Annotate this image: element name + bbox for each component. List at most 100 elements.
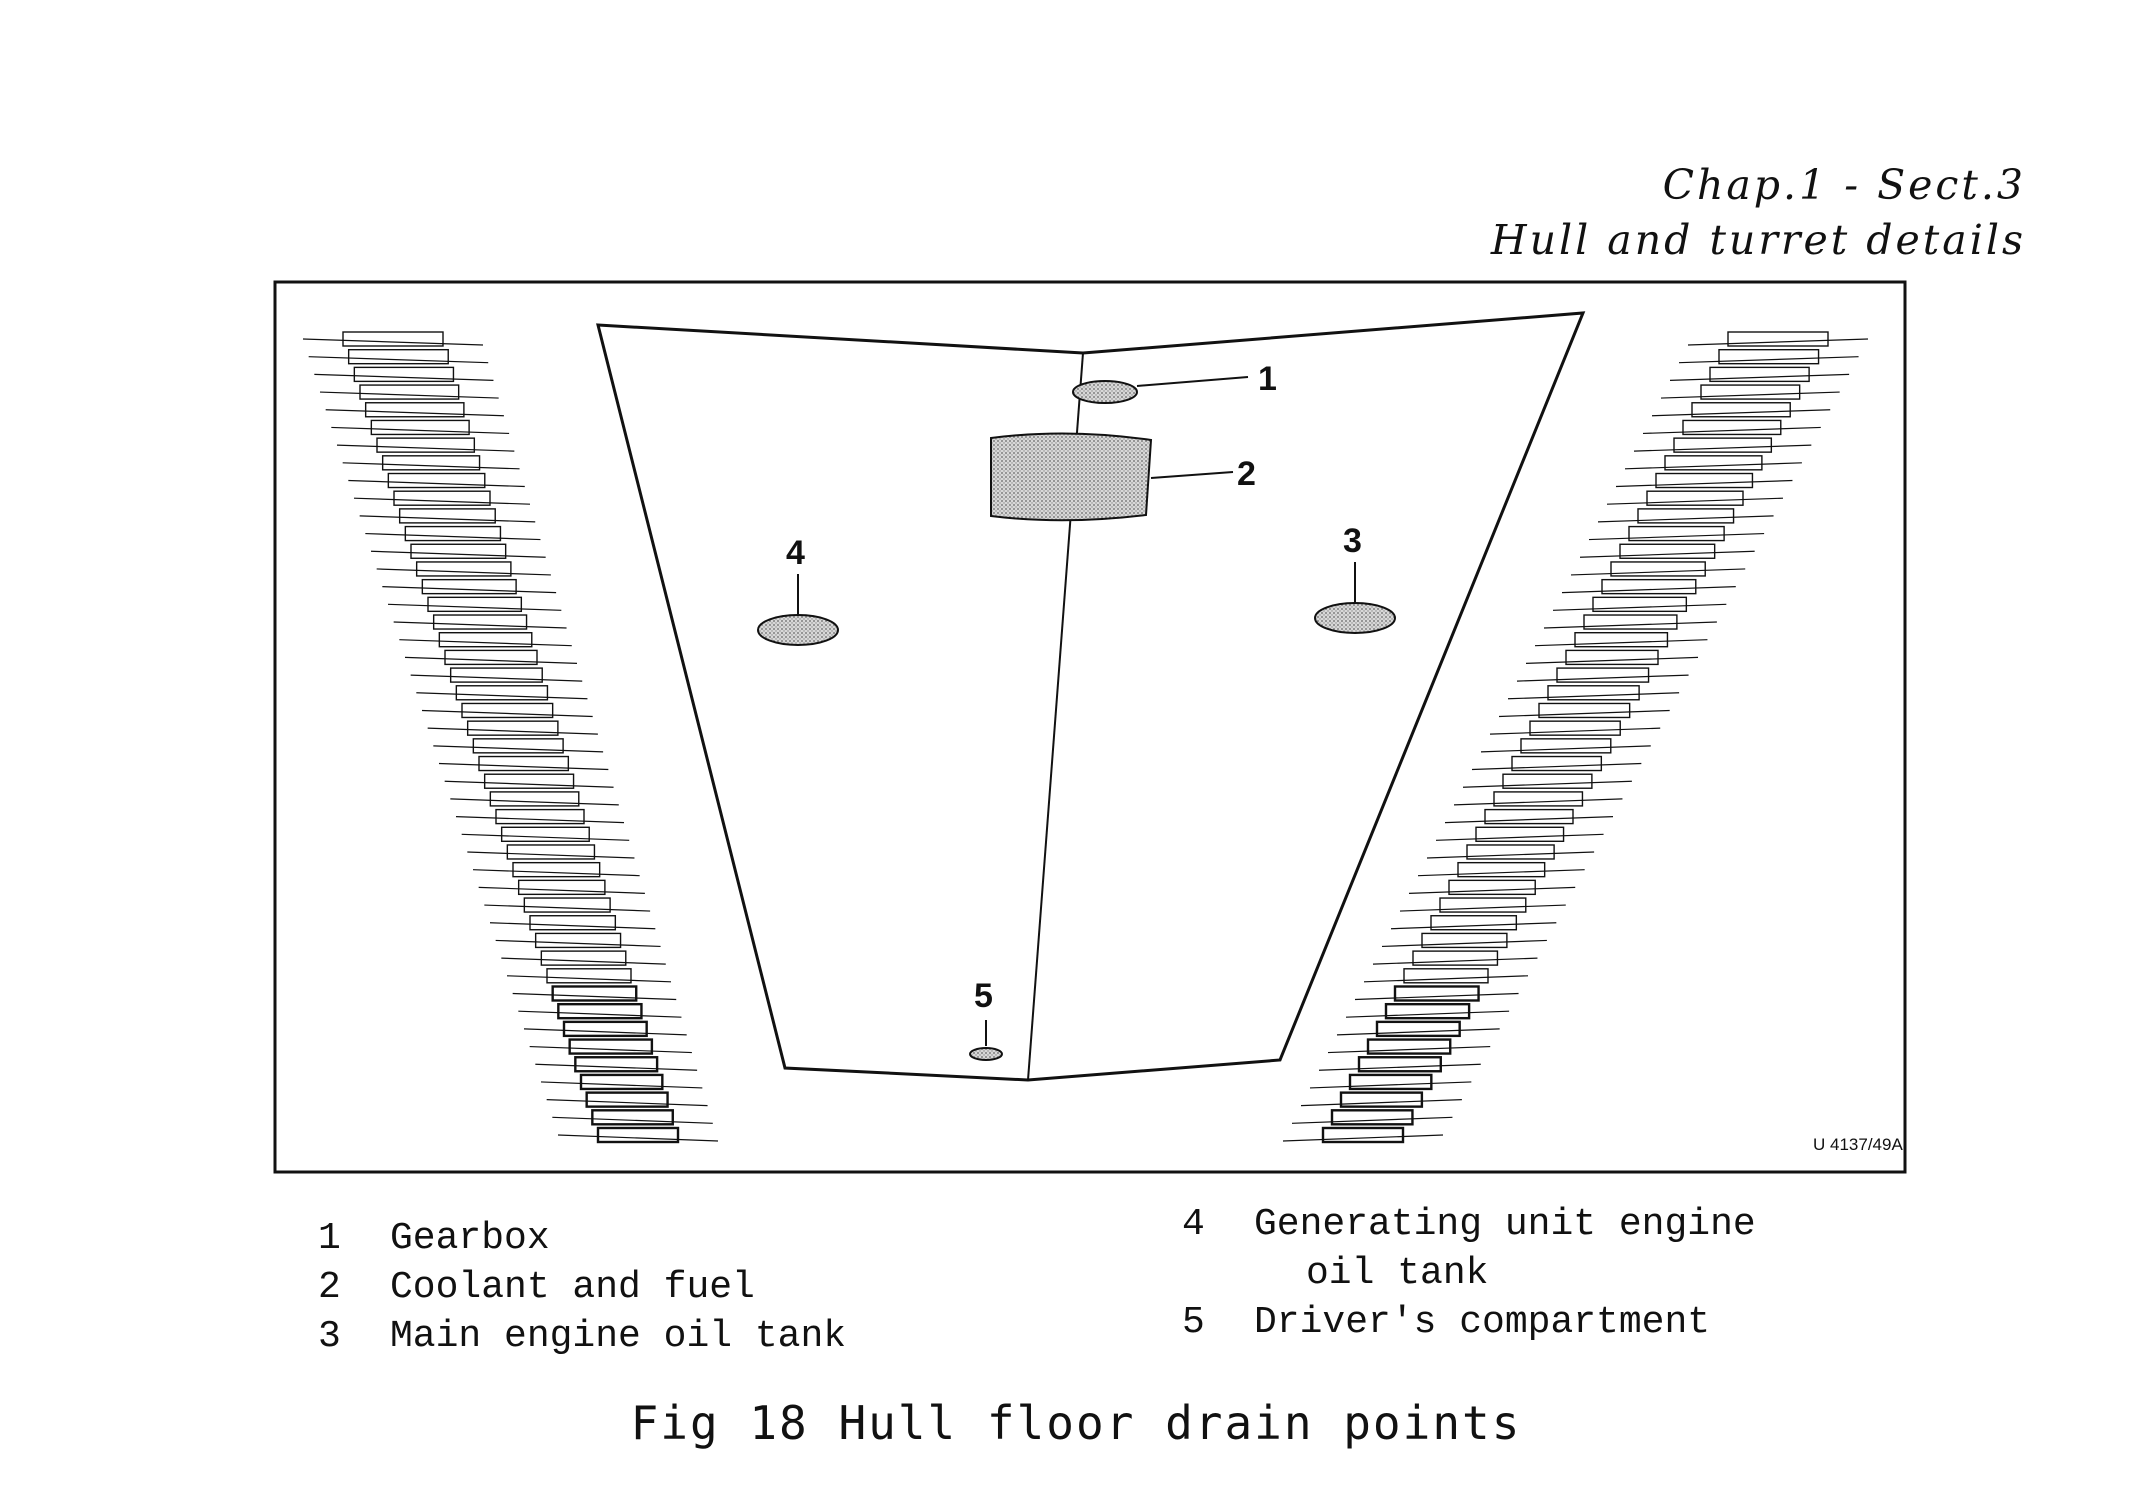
track-link (1466, 844, 1555, 860)
legend-label: Gearbox (390, 1217, 550, 1260)
track-link (500, 826, 590, 842)
figure-caption: Fig 18 Hull floor drain points (630, 1396, 1522, 1450)
track-link (1727, 331, 1829, 347)
track-pin (370, 550, 546, 558)
track-link (574, 1056, 659, 1073)
track-link (1493, 791, 1584, 807)
track-link (1330, 1109, 1414, 1126)
track-link (1348, 1073, 1433, 1091)
left-track (302, 331, 719, 1144)
track-pin (1480, 745, 1651, 753)
track-pin (1408, 886, 1576, 894)
track-link (1457, 861, 1546, 878)
track-link (596, 1126, 680, 1144)
callout-1: 1 (1258, 360, 1277, 398)
track-pin (433, 745, 604, 753)
legend-label-continuation: oil tank (1306, 1252, 1489, 1295)
track-pin (512, 992, 677, 1001)
drain-point-1 (1072, 380, 1138, 404)
track-link (1646, 490, 1744, 506)
track-pin (376, 568, 551, 576)
callout-5: 5 (974, 977, 993, 1015)
track-pin (1633, 444, 1812, 452)
track-pin (523, 1028, 687, 1036)
track-pin (1381, 939, 1547, 948)
track-link (512, 861, 601, 878)
legend-number: 5 (1182, 1301, 1205, 1344)
track-link (415, 561, 512, 577)
track-link (1339, 1091, 1424, 1108)
track-pin (1471, 762, 1642, 771)
track-link (495, 808, 585, 825)
track-link (438, 632, 533, 648)
track-link (1556, 667, 1650, 683)
track-pin (1399, 904, 1566, 912)
track-pin (325, 409, 504, 417)
track-pin (308, 356, 489, 364)
track-pin (1417, 869, 1585, 877)
track-link (466, 720, 559, 736)
track-link (551, 985, 638, 1002)
track-link (517, 879, 606, 896)
track-link (540, 950, 627, 966)
track-pin (1390, 922, 1557, 930)
callout-2: 2 (1237, 455, 1256, 493)
track-pin (478, 886, 645, 894)
track-link (1682, 419, 1782, 436)
track-link (1610, 561, 1706, 577)
track-link (347, 348, 449, 365)
legend-label: Generating unit engine (1254, 1203, 1756, 1246)
track-pin (319, 391, 499, 399)
track-link (1366, 1038, 1452, 1055)
track-link (1393, 985, 1480, 1002)
section-title: Hull and turret details (1490, 216, 2026, 264)
track-link (1430, 915, 1518, 931)
track-pin (467, 851, 635, 859)
track-pin (1363, 975, 1529, 983)
track-link (1691, 402, 1791, 418)
legend-label: Coolant and fuel (390, 1266, 755, 1309)
track-link (353, 366, 455, 383)
track-pin (1678, 356, 1859, 364)
legend-number: 4 (1182, 1203, 1205, 1246)
drain-point-2 (990, 432, 1153, 522)
legend-item-1: 1 Gearbox (318, 1214, 846, 1263)
track-pin (1687, 338, 1869, 346)
track-link (1574, 632, 1669, 648)
track-pin (382, 586, 557, 594)
track-pin (1300, 1099, 1462, 1107)
track-link (1673, 437, 1773, 453)
track-pin (1282, 1134, 1444, 1142)
legend-number: 2 (318, 1266, 341, 1309)
track-link (1529, 720, 1621, 736)
track-pin (506, 975, 672, 983)
track-link (1538, 702, 1631, 719)
track-link (364, 402, 465, 418)
track-link (1520, 738, 1612, 754)
track-link (1439, 897, 1527, 913)
right-track (1282, 331, 1869, 1144)
chapter-section-label: Chap.1 - Sect.3 (1662, 161, 2026, 209)
legend-item-2: 2 Coolant and fuel (318, 1263, 846, 1312)
track-pin (393, 621, 567, 629)
track-pin (336, 444, 515, 452)
track-link (1502, 773, 1593, 789)
drain-point-3 (1314, 602, 1396, 634)
track-link (410, 543, 507, 559)
track-link (506, 844, 596, 860)
legend-number: 3 (318, 1315, 341, 1358)
track-pin (540, 1081, 703, 1089)
track-pin (314, 373, 494, 381)
track-pin (404, 656, 578, 664)
track-link (472, 738, 564, 754)
legend-number: 1 (318, 1217, 341, 1260)
track-link (579, 1073, 664, 1091)
track-link (1655, 472, 1754, 489)
track-link (444, 649, 538, 666)
track-link (376, 437, 476, 453)
track-link (478, 755, 570, 772)
track-link (1592, 596, 1688, 613)
track-link (1664, 455, 1763, 471)
track-link (1565, 649, 1659, 666)
